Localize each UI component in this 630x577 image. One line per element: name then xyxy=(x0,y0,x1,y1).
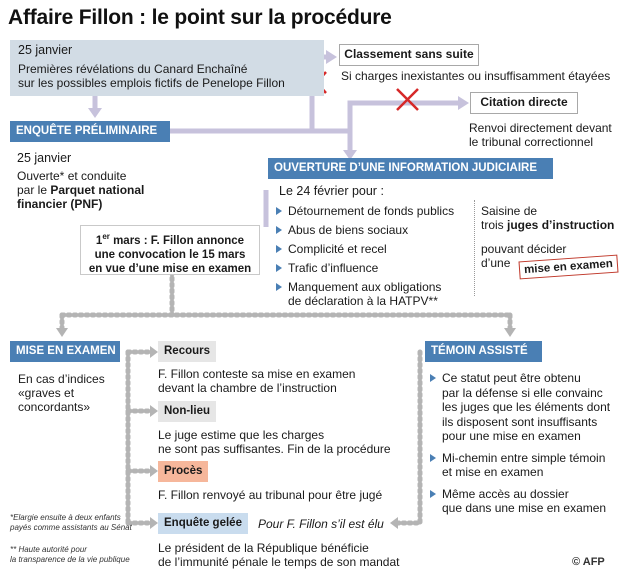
proces-line1: F. Fillon renvoyé au tribunal pour être … xyxy=(158,488,383,502)
temoin-text: Mi-chemin entre simple témoin xyxy=(442,450,606,465)
bullet-triangle-icon xyxy=(430,374,436,382)
enquete-line3: financier (PNF) xyxy=(17,197,103,211)
footnote-1: *Elargie ensuite à deux enfants payés co… xyxy=(10,513,132,533)
charges-list: Détournement de fonds publics Abus de bi… xyxy=(276,204,472,309)
temoin-item: Mi-chemin entre simple témoin et mise en… xyxy=(430,451,626,480)
dotted-connectors xyxy=(59,269,513,526)
charge-text: Abus de biens sociaux xyxy=(288,223,409,237)
charge-item: Manquement aux obligations xyxy=(276,280,472,294)
footnote-1a: *Elargie ensuite à deux enfants xyxy=(10,513,121,522)
proces-label: Procès xyxy=(158,461,209,482)
recours-label: Recours xyxy=(158,341,217,362)
charge-text: Détournement de fonds publics xyxy=(288,204,455,218)
callout-sup: er xyxy=(102,232,110,241)
information-date: Le 24 février pour : xyxy=(279,184,384,198)
revelations-line1: Premières révélations du Canard Enchaîné xyxy=(18,62,248,76)
callout-day: 1 xyxy=(95,234,103,247)
revelations-date: 25 janvier xyxy=(18,43,73,57)
classement-desc: Si charges inexistantes ou insuffisammen… xyxy=(341,69,611,83)
callout-line1-rest: mars : F. Fillon annonce xyxy=(109,234,245,247)
charge-text: de déclaration à la HATPV** xyxy=(288,294,438,308)
temoin-text: Même accès au dossier xyxy=(442,486,569,501)
information-header: OUVERTURE D’UNE INFORMATION JUDICIAIRE xyxy=(268,158,553,179)
charge-item-continued: de déclaration à la HATPV** xyxy=(276,294,472,309)
saisine-bold: juges d’instruction xyxy=(507,218,615,232)
charge-text: Manquement aux obligations xyxy=(288,280,442,294)
citation-desc2: le tribunal correctionnel xyxy=(469,135,594,149)
enquete-line2-bold: Parquet national xyxy=(50,183,145,197)
temoin-item: Même accès au dossier que dans une mise … xyxy=(430,487,626,516)
temoin-text: les juges que les éléments dont xyxy=(442,400,611,414)
footnote-2a: ** Haute autorité pour xyxy=(10,545,87,554)
enquete-line1: Ouverte* et conduite xyxy=(17,169,127,183)
temoin-text: pour une mise en examen xyxy=(442,429,581,443)
gelee-label: Enquête gelée xyxy=(158,513,248,534)
footnote-2: ** Haute autorité pour la transparence d… xyxy=(10,545,130,565)
charge-text: Trafic d’influence xyxy=(288,261,379,275)
temoin-text: et mise en examen xyxy=(442,465,544,479)
bullet-triangle-icon xyxy=(430,453,436,462)
bullet-triangle-icon xyxy=(276,207,282,215)
recours-line1: F. Fillon conteste sa mise en examen xyxy=(158,367,356,381)
classement-label: Classement sans suite xyxy=(339,44,479,66)
temoin-list: Ce statut peut être obtenu par la défens… xyxy=(430,371,626,516)
afp-logo: © AFP xyxy=(572,556,605,568)
footnote-1b: payés comme assistants au Sénat xyxy=(10,523,132,532)
charge-item: Abus de biens sociaux xyxy=(276,223,472,242)
recours-line2: devant la chambre de l’instruction xyxy=(158,381,337,395)
arrow-heads xyxy=(88,50,469,160)
mise-line1: En cas d’indices xyxy=(18,372,105,386)
decider-line1: pouvant décider xyxy=(481,242,567,256)
decider-line2: d’une xyxy=(481,256,511,270)
temoin-text: Ce statut peut être obtenu xyxy=(442,371,581,385)
enquete-date: 25 janvier xyxy=(17,151,72,165)
revelations-line2: sur les possibles emplois fictifs de Pen… xyxy=(18,76,285,90)
temoin-text: ils disposent sont insuffisants xyxy=(442,414,598,429)
enquete-line2-prefix: par le xyxy=(17,183,51,197)
mise-line2: «graves et xyxy=(18,386,75,400)
saisine-line2: trois juges d’instruction xyxy=(481,218,614,233)
divider xyxy=(474,200,475,296)
callout-line2: une convocation le 15 mars xyxy=(94,248,246,261)
citation-label: Citation directe xyxy=(470,92,578,114)
gelee-line1: Le président de la République bénéficie xyxy=(158,541,369,555)
dotted-arrow-heads xyxy=(56,328,516,529)
temoin-item: Ce statut peut être obtenu par la défens… xyxy=(430,371,626,444)
bullet-triangle-icon xyxy=(430,489,436,498)
revelations-box: 25 janvier Premières révélations du Cana… xyxy=(10,40,324,96)
temoin-text: par la défense si elle convainc xyxy=(442,385,603,400)
temoin-header: TÉMOIN ASSISTÉ xyxy=(425,341,542,362)
charge-text: Complicité et recel xyxy=(288,242,387,256)
bullet-triangle-icon xyxy=(276,283,282,291)
temoin-text: que dans une mise en examen xyxy=(442,501,607,515)
citation-desc1: Renvoi directement devant xyxy=(469,121,612,135)
nonlieu-line1: Le juge estime que les charges xyxy=(158,428,325,442)
nonlieu-line2: ne sont pas suffisantes. Fin de la procé… xyxy=(158,442,391,456)
charge-item: Détournement de fonds publics xyxy=(276,204,472,223)
charge-item: Complicité et recel xyxy=(276,242,472,261)
enquete-header: ENQUÊTE PRÉLIMINAIRE xyxy=(10,121,170,142)
mars-callout: 1er mars : F. Fillon annonce une convoca… xyxy=(80,225,260,275)
footnote-2b: la transparence de la vie publique xyxy=(10,555,130,564)
bullet-triangle-icon xyxy=(276,264,282,272)
bullet-triangle-icon xyxy=(276,245,282,253)
gelee-aside: Pour F. Fillon s’il est élu xyxy=(258,517,384,531)
enquete-line2: par le Parquet national xyxy=(17,183,144,198)
nonlieu-label: Non-lieu xyxy=(158,401,216,422)
charge-item: Trafic d’influence xyxy=(276,261,472,280)
saisine-prefix: trois xyxy=(481,218,508,232)
mise-header: MISE EN EXAMEN xyxy=(10,341,120,362)
mise-line3: concordants» xyxy=(18,400,91,414)
saisine-line1: Saisine de xyxy=(481,204,538,218)
gelee-line2: de l’immunité pénale le temps de son man… xyxy=(158,555,400,569)
callout-line1: 1er mars : F. Fillon annonce xyxy=(81,230,259,248)
callout-line3: en vue d’une mise en examen xyxy=(88,262,252,275)
page-title: Affaire Fillon : le point sur la procédu… xyxy=(8,6,392,29)
bullet-triangle-icon xyxy=(276,226,282,234)
